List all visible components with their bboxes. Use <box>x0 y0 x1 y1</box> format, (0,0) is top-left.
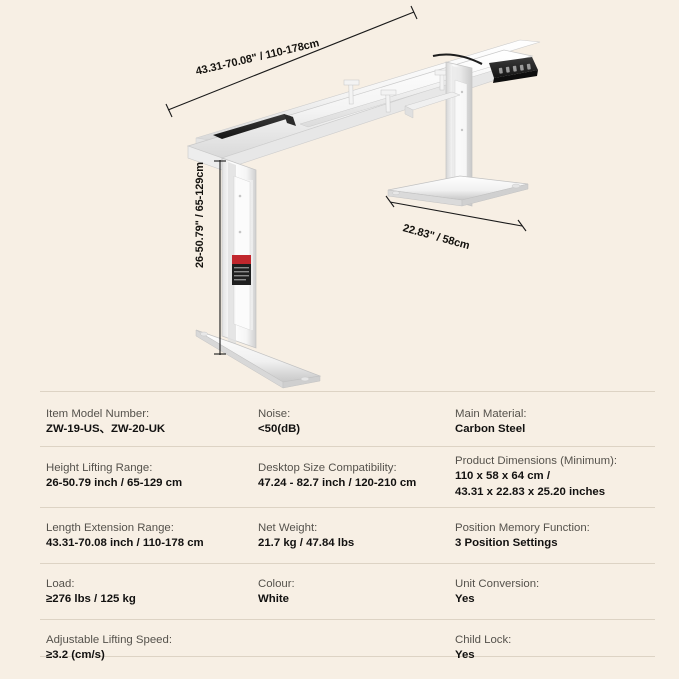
left-leg-column <box>221 157 257 349</box>
spec-value: 21.7 kg / 47.84 lbs <box>258 537 355 549</box>
spec-value: ZW-19-US、ZW-20-UK <box>46 423 166 435</box>
spec-value: 26-50.79 inch / 65-129 cm <box>46 477 183 489</box>
spec-cell: Load: ≥276 lbs / 125 kg <box>46 577 258 608</box>
spec-label: Item Model Number: <box>46 408 150 420</box>
spec-value: ≥3.2 (cm/s) <box>46 649 105 661</box>
spec-cell: Length Extension Range: 43.31-70.08 inch… <box>46 521 258 552</box>
right-leg-column <box>445 61 473 207</box>
table-divider <box>40 563 655 564</box>
spec-cell: Noise: <50(dB) <box>258 407 455 438</box>
dimension-lines <box>165 5 527 355</box>
spec-cell: Item Model Number: ZW-19-US、ZW-20-UK <box>46 407 258 438</box>
control-keypad <box>432 53 538 83</box>
spec-label: Colour: <box>258 578 295 590</box>
cable-tray <box>213 114 296 139</box>
spec-value: Carbon Steel <box>455 423 526 435</box>
left-foot <box>195 329 322 389</box>
spec-value: 47.24 - 82.7 inch / 120-210 cm <box>258 477 417 489</box>
spec-label: Desktop Size Compatibility: <box>258 462 397 474</box>
table-divider <box>40 619 655 620</box>
spec-label: Length Extension Range: <box>46 522 174 534</box>
right-foot <box>387 175 529 207</box>
table-divider <box>40 507 655 508</box>
spec-label: Adjustable Lifting Speed: <box>46 634 173 646</box>
mount-brackets <box>343 69 451 113</box>
table-divider <box>40 391 655 392</box>
spec-cell: Colour: White <box>258 577 455 608</box>
spec-value: ≥276 lbs / 125 kg <box>46 593 136 605</box>
spec-label: Net Weight: <box>258 522 318 534</box>
spec-label: Height Lifting Range: <box>46 462 153 474</box>
spec-value: 110 x 58 x 64 cm / <box>455 470 551 482</box>
spec-value: <50(dB) <box>258 423 301 435</box>
spec-cell: Product Dimensions (Minimum): 110 x 58 x… <box>455 454 665 500</box>
dimension-label-height: 26-50.79" / 65-129cm <box>194 162 206 268</box>
spec-label: Product Dimensions (Minimum): <box>455 455 618 467</box>
spec-label: Load: <box>46 578 75 590</box>
telescoping-rail <box>299 63 509 128</box>
spec-label: Position Memory Function: <box>455 522 590 534</box>
spec-value: 3 Position Settings <box>455 537 558 549</box>
spec-value: 43.31-70.08 inch / 110-178 cm <box>46 537 204 549</box>
spec-cell: Position Memory Function: 3 Position Set… <box>455 521 665 552</box>
spec-label: Unit Conversion: <box>455 578 540 590</box>
spec-value: Yes <box>455 649 475 661</box>
spec-cell: Unit Conversion: Yes <box>455 577 665 608</box>
spec-cell: Desktop Size Compatibility: 47.24 - 82.7… <box>258 461 455 492</box>
desk-frame-illustration <box>165 5 541 389</box>
spec-value: Yes <box>455 593 475 605</box>
spec-cell: Child Lock: Yes <box>455 633 665 664</box>
spec-cell: Net Weight: 21.7 kg / 47.84 lbs <box>258 521 455 552</box>
table-divider <box>40 656 655 657</box>
spec-cell: Height Lifting Range: 26-50.79 inch / 65… <box>46 461 258 492</box>
spec-label: Child Lock: <box>455 634 512 646</box>
spec-label: Main Material: <box>455 408 527 420</box>
specifications-table: Item Model Number: ZW-19-US、ZW-20-UK Noi… <box>0 390 679 679</box>
spec-label: Noise: <box>258 408 291 420</box>
control-box <box>404 91 461 119</box>
spec-value: White <box>258 593 290 605</box>
spec-cell: Adjustable Lifting Speed: ≥3.2 (cm/s) <box>46 633 258 664</box>
product-diagram: 43.31-70.08" / 110-178cm 26-50.79" / 65-… <box>165 5 541 389</box>
table-divider <box>40 446 655 447</box>
spec-cell: Main Material: Carbon Steel <box>455 407 665 438</box>
spec-value: 43.31 x 22.83 x 25.20 inches <box>455 485 606 498</box>
